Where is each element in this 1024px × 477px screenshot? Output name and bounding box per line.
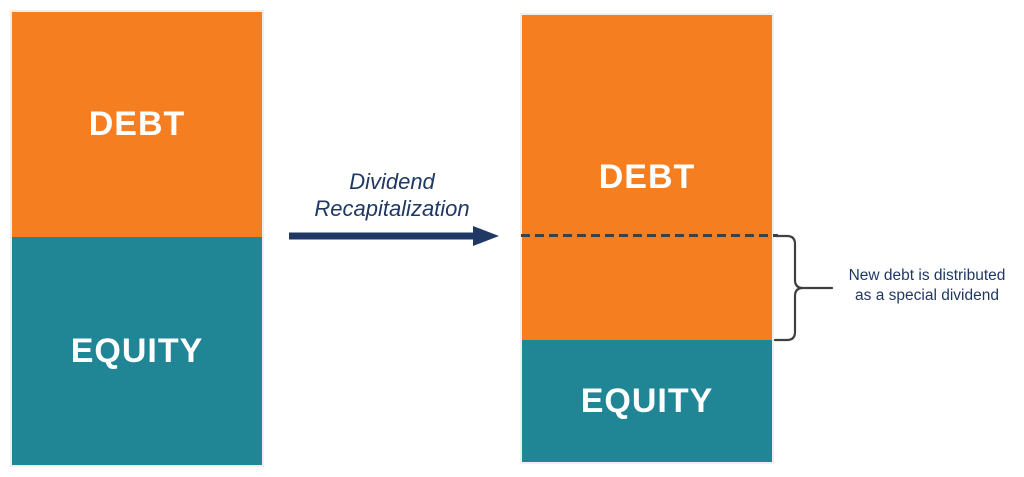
before-debt-label: DEBT [88,105,186,143]
previous-debt-level-dashed-line [521,234,778,237]
arrow-right-icon [289,226,499,246]
before-equity-segment: EQUITY [12,237,262,465]
after-debt-label: DEBT [598,158,696,196]
annotation-line1: New debt is distributed [848,267,1006,284]
before-debt-segment: DEBT [12,12,262,237]
after-equity-segment: EQUITY [522,340,772,462]
process-label-line2: Recapitalization [314,196,470,221]
process-label-line1: Dividend [349,169,435,194]
curly-brace-icon [773,234,834,342]
before-equity-label: EQUITY [70,331,204,370]
capital-structure-before-bar: DEBT EQUITY [12,12,262,465]
special-dividend-annotation: New debt is distributed as a special div… [831,266,1023,306]
annotation-line2: as a special dividend [855,287,999,304]
after-debt-segment: DEBT [522,15,772,340]
process-label: Dividend Recapitalization [277,168,507,222]
after-equity-label: EQUITY [580,381,714,420]
capital-structure-after-bar: DEBT EQUITY [522,15,772,462]
